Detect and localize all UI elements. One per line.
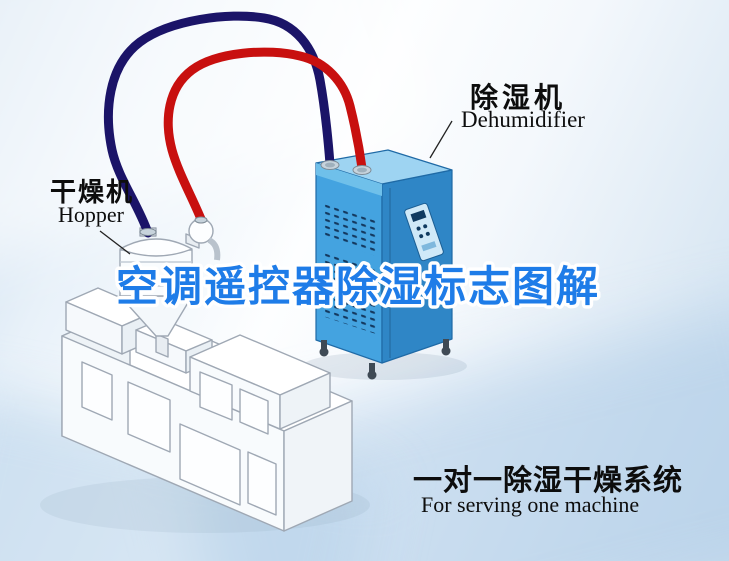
dehumidifier-unit (315, 149, 453, 380)
label-system-cn: 一对一除湿干燥系统 (413, 465, 684, 497)
control-panel (404, 202, 444, 262)
extruder-machine (61, 287, 353, 532)
label-hopper-cn: 干燥机 (50, 177, 135, 207)
leader-line-dehumidifier (429, 120, 453, 159)
dry-air-pipe (104, 11, 335, 238)
hopper-dryer-unit (119, 218, 221, 358)
hopper-outlet-pipe (155, 333, 169, 358)
label-hopper-en: Hopper (58, 202, 124, 227)
label-system-en: For serving one machine (421, 492, 640, 517)
title-overlay: 空调遥控器除湿标志图解 (116, 263, 600, 310)
vent-grille-upper (322, 200, 376, 256)
display-screen (410, 209, 427, 222)
leader-line-hopper (99, 230, 131, 255)
pipe-flanges (139, 160, 372, 236)
hopper-lid-cap (139, 228, 157, 236)
blower-cap (194, 216, 208, 224)
caster-wheels (319, 339, 451, 380)
hopper-lid (119, 238, 193, 257)
blower-elbow (207, 237, 221, 261)
label-dehumidifier-en: Dehumidifier (461, 107, 585, 132)
label-dehumidifier-cn: 除湿机 (469, 82, 566, 113)
return-air-pipe (163, 47, 367, 224)
dehumidifier-shadow (303, 352, 467, 380)
vent-grille-lower (322, 250, 376, 334)
